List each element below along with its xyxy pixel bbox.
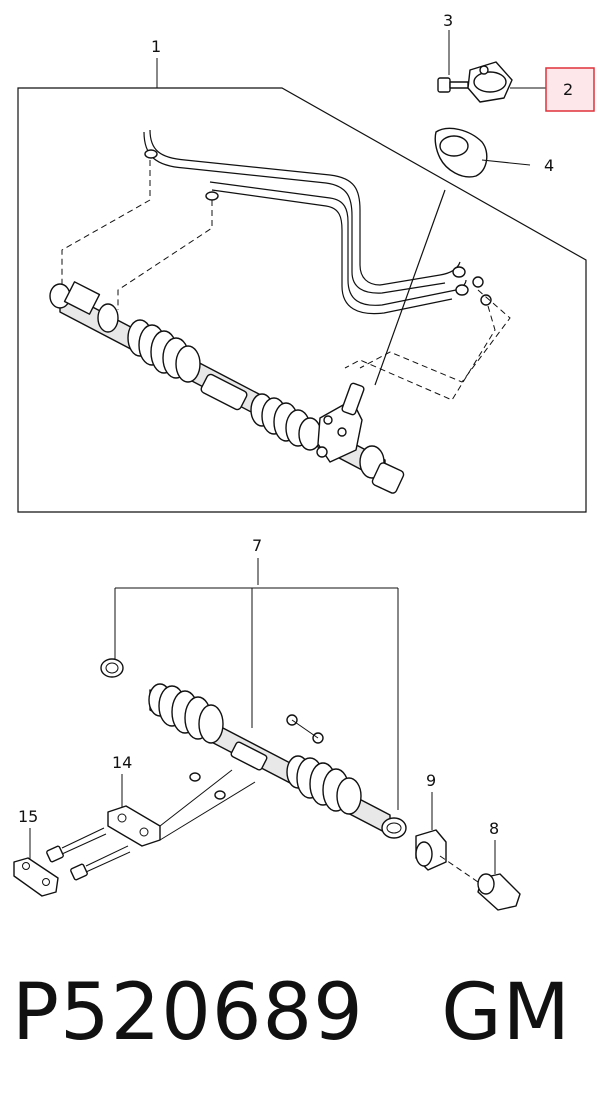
callout-8: 8 (489, 819, 499, 838)
bolt-left (46, 845, 64, 863)
callout-2: 2 (563, 80, 573, 99)
callout-15: 15 (18, 807, 38, 826)
part-number-footer: P520689 GM (12, 968, 571, 1058)
hydraulic-line-upper (149, 129, 461, 286)
callout-3: 3 (443, 11, 453, 30)
highlight-box-item-2[interactable] (545, 67, 595, 112)
part-item-4: 4 (434, 127, 554, 178)
callout-14: 14 (112, 753, 132, 772)
rack-right-end (371, 462, 405, 494)
steering-rack-assembly-group: 1 (17, 37, 587, 513)
part-item-9: 9 (415, 771, 447, 871)
rack-mount-bracket (200, 373, 248, 411)
right-boot (250, 393, 322, 451)
boot-clamp-left (100, 658, 124, 678)
bolt-item-3: 3 (437, 11, 469, 93)
part-number: P520689 (12, 968, 364, 1058)
bolt-right (70, 863, 88, 881)
right-boot-lower (286, 755, 362, 815)
part-item-8: 8 (439, 819, 521, 911)
callout-7: 7 (252, 536, 262, 555)
boot-clamp-right (381, 817, 407, 839)
callout-9: 9 (426, 771, 436, 790)
callout-1: 1 (151, 37, 161, 56)
part-item-2: 2 (467, 61, 595, 112)
left-boot-lower (148, 683, 224, 744)
rack-boot-kit-group: 7 (100, 536, 407, 839)
part-item-15: 15 (13, 807, 131, 897)
brand-label: GM (441, 968, 571, 1058)
left-boot (127, 319, 201, 383)
part-item-14: 14 (107, 753, 256, 847)
hydraulic-line-lower (209, 181, 467, 306)
callout-4: 4 (544, 156, 554, 175)
